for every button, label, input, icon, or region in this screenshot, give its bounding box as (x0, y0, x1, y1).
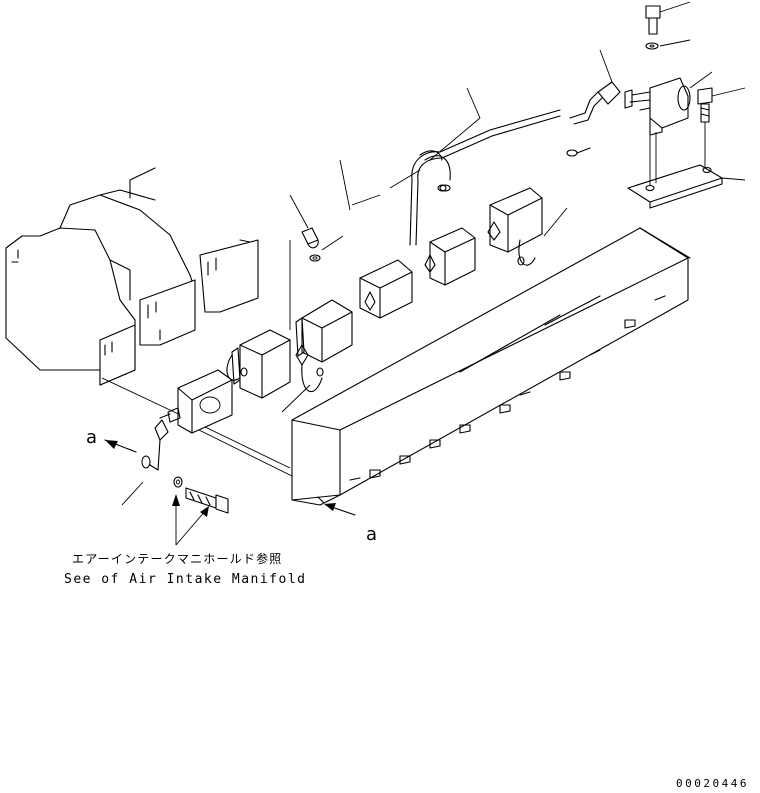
terminal-wire (566, 91, 603, 157)
rubber-cap (597, 49, 621, 105)
intake-manifold (291, 227, 691, 506)
ground-wire-left (121, 439, 161, 506)
heater-elements (231, 187, 543, 399)
reference-note: エアーインテークマニホールド参照 See of Air Intake Manif… (64, 551, 307, 587)
clamp (289, 194, 319, 249)
engine-block (5, 167, 259, 386)
note-line-en: See of Air Intake Manifold (64, 572, 307, 587)
heater-wire-loops (226, 207, 568, 413)
callout-a-left: a (86, 427, 137, 453)
relay-bracket (627, 122, 746, 209)
callout-label-a-bottom: a (366, 524, 377, 545)
callout-label-a-left: a (86, 427, 97, 448)
bus-cable (409, 87, 561, 246)
relay-bolt-top (645, 1, 691, 50)
small-washers (309, 184, 451, 262)
note-line-jp: エアーインテークマニホールド参照 (72, 551, 282, 566)
washer-bolt-bottom (173, 476, 229, 514)
callout-a-bottom: a (324, 503, 377, 545)
note-leaders (172, 494, 209, 546)
heater-end-plate (154, 369, 233, 441)
bracket-bolt (697, 87, 746, 123)
drawing-number: 00020446 (676, 777, 749, 790)
heater-relay (624, 71, 713, 136)
